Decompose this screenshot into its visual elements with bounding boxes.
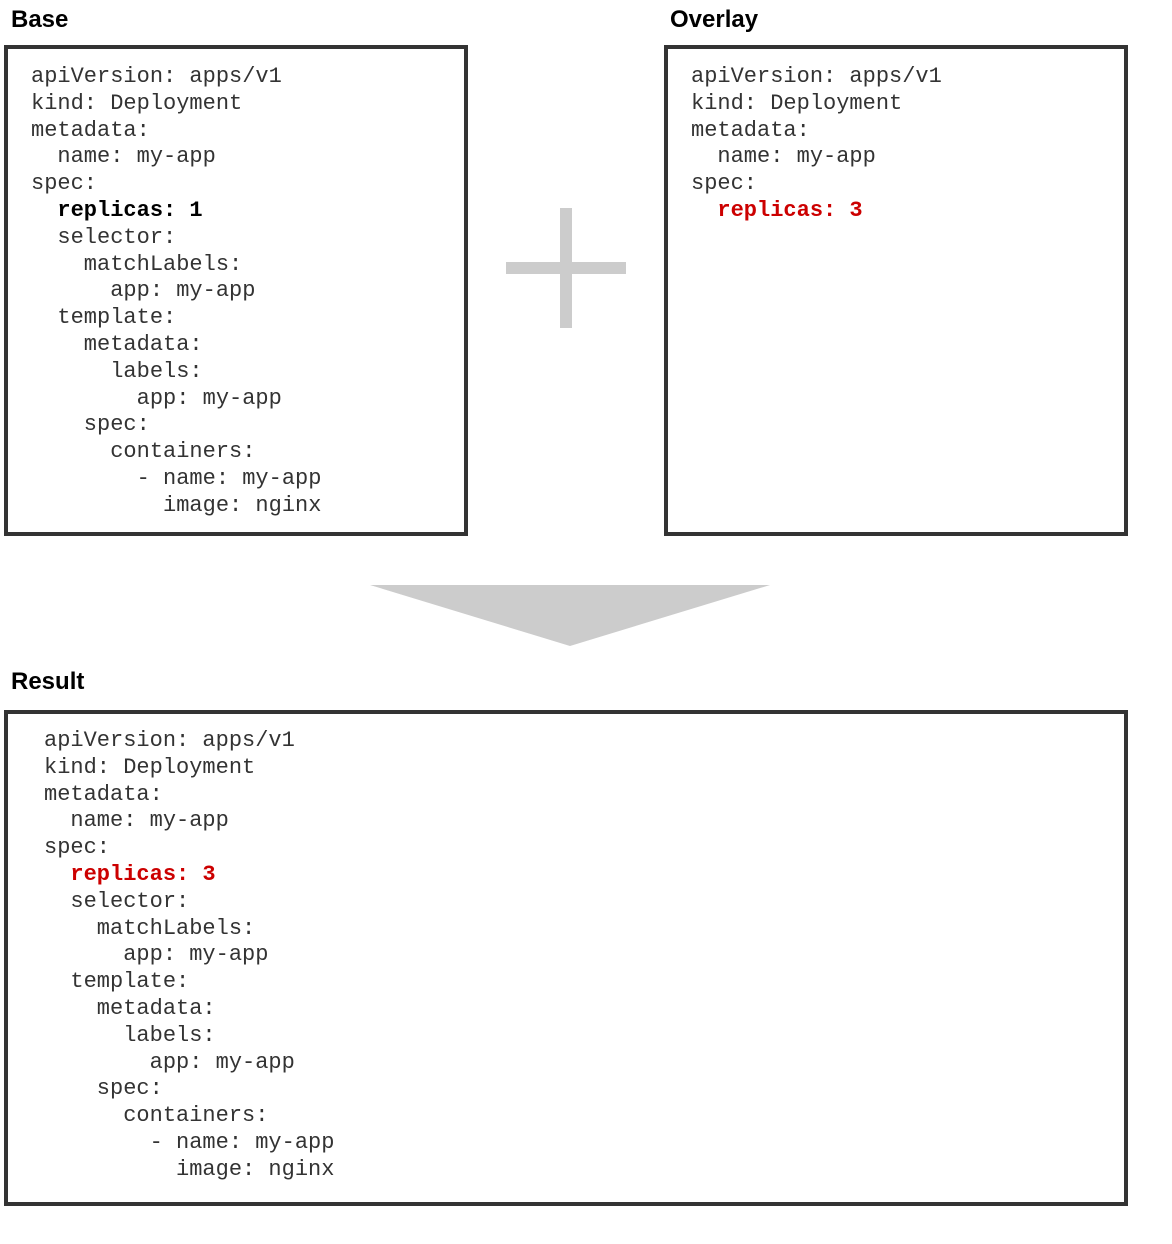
merge-arrow-down-icon: [370, 585, 770, 646]
yaml-line: template:: [44, 969, 190, 995]
base-heading: Base: [11, 6, 69, 33]
yaml-line: spec:: [31, 171, 98, 197]
yaml-line: spec:: [44, 1076, 163, 1102]
yaml-line: template:: [31, 305, 177, 331]
yaml-line: app: my-app: [31, 385, 282, 411]
yaml-line: name: my-app: [44, 808, 229, 834]
yaml-line: - name: my-app: [31, 465, 322, 491]
yaml-line: replicas: 3: [691, 197, 863, 223]
yaml-line: image: nginx: [44, 1156, 335, 1182]
overlay-heading: Overlay: [670, 6, 759, 33]
yaml-line: app: my-app: [31, 278, 256, 304]
yaml-line: containers:: [44, 1103, 269, 1129]
yaml-line: containers:: [31, 439, 256, 465]
yaml-line: app: my-app: [44, 942, 269, 968]
yaml-line: apiVersion: apps/v1: [31, 64, 282, 89]
result-heading: Result: [11, 668, 85, 695]
yaml-line: kind: Deployment: [31, 90, 243, 116]
yaml-line: selector:: [31, 224, 177, 250]
yaml-line: - name: my-app: [44, 1129, 335, 1155]
yaml-line: kind: Deployment: [44, 754, 256, 780]
yaml-line: spec:: [31, 412, 150, 438]
yaml-line: labels:: [31, 358, 203, 384]
yaml-line: metadata:: [31, 331, 203, 357]
yaml-line: metadata:: [44, 781, 163, 807]
yaml-line: spec:: [691, 171, 758, 197]
yaml-line: replicas: 3: [44, 861, 216, 887]
yaml-line: image: nginx: [31, 492, 322, 518]
yaml-line: metadata:: [31, 117, 150, 143]
yaml-line: kind: Deployment: [691, 90, 903, 116]
yaml-line: apiVersion: apps/v1: [691, 64, 942, 89]
yaml-line: name: my-app: [691, 144, 876, 170]
yaml-line: apiVersion: apps/v1: [44, 728, 295, 753]
result-yaml-box: [4, 710, 1128, 1206]
yaml-line: replicas: 1: [31, 197, 203, 223]
yaml-line: matchLabels:: [44, 915, 256, 941]
yaml-line: metadata:: [691, 117, 810, 143]
yaml-line: labels:: [44, 1022, 216, 1048]
yaml-line: name: my-app: [31, 144, 216, 170]
yaml-line: matchLabels:: [31, 251, 243, 277]
plus-icon-horizontal-bar: [506, 262, 626, 274]
yaml-line: spec:: [44, 835, 111, 861]
base-yaml-box: [4, 45, 468, 536]
yaml-line: metadata:: [44, 995, 216, 1021]
yaml-line: selector:: [44, 888, 190, 914]
yaml-line: app: my-app: [44, 1049, 295, 1075]
overlay-yaml-box: [664, 45, 1128, 536]
